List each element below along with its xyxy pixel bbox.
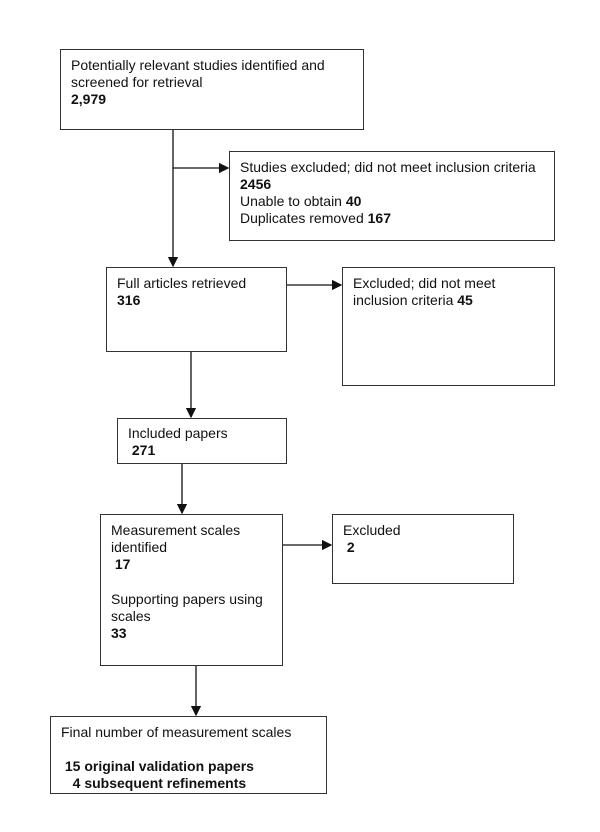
box-count: 45 [457,292,473,308]
box-included: Included papers 271 [117,418,287,464]
box-count: 17 [114,556,131,572]
box-text: Unable to obtain [240,193,342,209]
box-identified: Potentially relevant studies identified … [60,49,364,130]
box-scales: Measurement scales identified 17 Support… [100,514,283,666]
box-count: 167 [367,210,391,226]
box-count: 271 [131,442,156,458]
box-excluded-scales: Excluded 2 [332,514,514,584]
box-text: Full articles retrieved [117,275,247,291]
box-text: Measurement scales identified [111,522,241,555]
box-text: Excluded [343,522,401,538]
box-text: Studies excluded; did not meet inclusion… [240,159,536,175]
box-final: Final number of measurement scales 15 or… [50,716,327,794]
box-count: 15 original validation papers [64,758,254,774]
box-count: 4 subsequent refinements [72,775,247,791]
box-count: 33 [111,625,127,641]
box-count: 2,979 [71,91,107,107]
box-count: 2456 [240,176,272,192]
box-count: 2 [346,539,355,555]
box-full-articles: Full articles retrieved 316 [106,267,287,352]
box-text: Duplicates removed [240,210,364,226]
box-count: 316 [117,292,141,308]
box-text: Supporting papers using scales [111,591,263,624]
box-excluded-full: Excluded; did not meet inclusion criteri… [342,267,555,386]
box-excluded-screen: Studies excluded; did not meet inclusion… [229,151,555,241]
box-count: 40 [345,193,362,209]
box-text: Final number of measurement scales [61,724,292,740]
box-text: Excluded; did not meet inclusion criteri… [353,275,496,308]
box-text: Included papers [128,425,228,441]
box-text: Potentially relevant studies identified … [71,57,325,90]
